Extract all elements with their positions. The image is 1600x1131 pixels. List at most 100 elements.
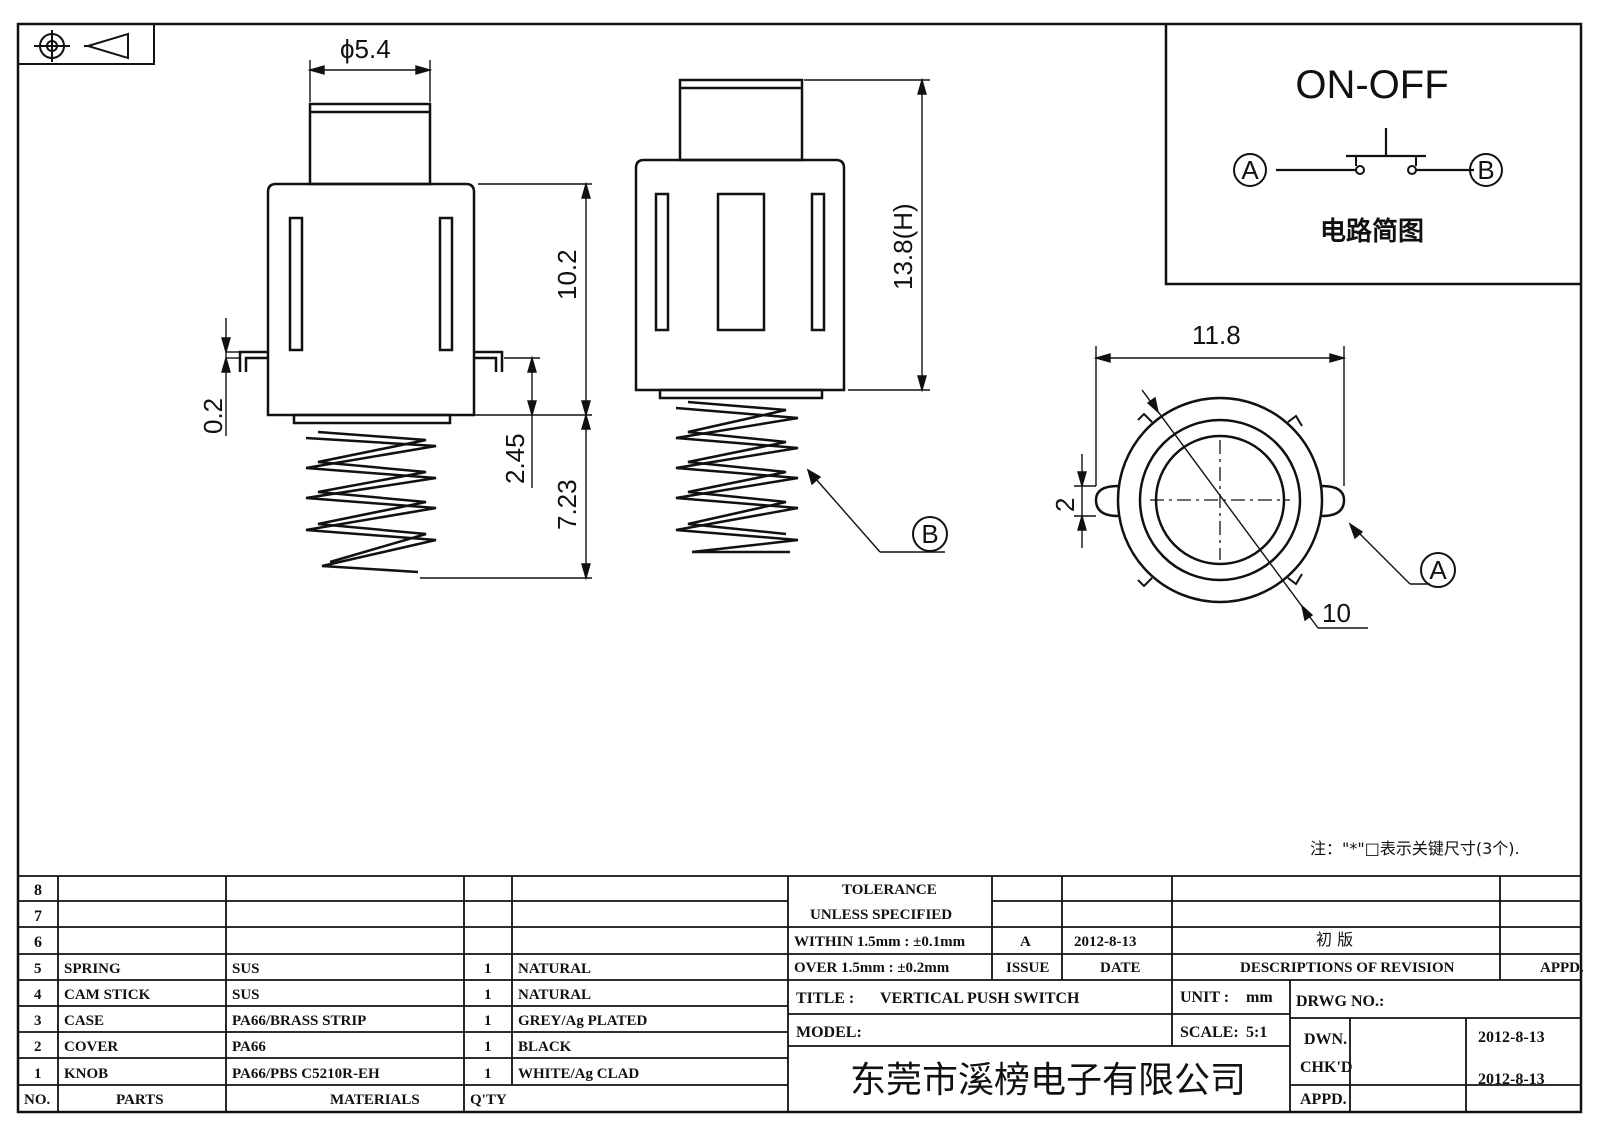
svg-text:4: 4 xyxy=(34,987,42,1003)
table-row: 1 KNOB PA66/PBS C5210R-EH 1 WHITE/Ag CLA… xyxy=(34,1066,639,1082)
top-dimension-lines xyxy=(1074,346,1430,629)
svg-text:6: 6 xyxy=(34,934,42,951)
table-row: 8 xyxy=(34,882,42,899)
company-name: 东莞市溪榜电子有限公司 xyxy=(850,1060,1246,1101)
svg-text:OVER 1.5mm : ±0.2mm: OVER 1.5mm : ±0.2mm xyxy=(794,960,950,976)
circuit-caption: 电路简图 xyxy=(1320,216,1424,247)
svg-text:SPRING: SPRING xyxy=(64,961,121,977)
svg-text:SCALE:: SCALE: xyxy=(1180,1024,1239,1041)
front-dimension-lines xyxy=(221,60,592,581)
svg-text:2: 2 xyxy=(34,1039,42,1055)
svg-text:A: A xyxy=(1020,934,1031,950)
svg-text:WHITE/Ag CLAD: WHITE/Ag CLAD xyxy=(518,1066,639,1082)
table-row: 4 CAM STICK SUS 1 NATURAL xyxy=(34,987,591,1003)
dim-top-width: 11.8 xyxy=(1192,320,1241,350)
svg-text:APPD.: APPD. xyxy=(1540,960,1584,976)
svg-text:2012-8-13: 2012-8-13 xyxy=(1074,934,1137,950)
svg-text:1: 1 xyxy=(484,961,492,977)
circuit-title: ON-OFF xyxy=(1295,63,1448,107)
title-block: TITLE : VERTICAL PUSH SWITCH UNIT : mm D… xyxy=(796,989,1545,1108)
svg-text:KNOB: KNOB xyxy=(64,1066,108,1082)
svg-text:CAM STICK: CAM STICK xyxy=(64,987,151,1003)
svg-text:TITLE :: TITLE : xyxy=(796,990,854,1007)
svg-text:1: 1 xyxy=(484,987,492,1003)
svg-text:1: 1 xyxy=(484,1066,492,1082)
dim-knob-diameter: ϕ5.4 xyxy=(340,34,391,64)
table-row: 2 COVER PA66 1 BLACK xyxy=(34,1039,572,1055)
svg-text:1: 1 xyxy=(484,1013,492,1029)
svg-text:GREY/Ag PLATED: GREY/Ag PLATED xyxy=(518,1013,647,1029)
top-centerlines xyxy=(1150,440,1290,560)
svg-text:Q'TY: Q'TY xyxy=(470,1092,507,1108)
circuit-terminal-b: B xyxy=(1469,153,1503,187)
svg-text:1: 1 xyxy=(484,1039,492,1055)
tolerance-block: TOLERANCE UNLESS SPECIFIED WITHIN 1.5mm … xyxy=(794,882,966,976)
svg-text:COVER: COVER xyxy=(64,1039,118,1055)
svg-text:WITHIN 1.5mm : ±0.1mm: WITHIN 1.5mm : ±0.1mm xyxy=(794,934,966,950)
svg-text:3: 3 xyxy=(34,1013,42,1029)
svg-text:SUS: SUS xyxy=(232,987,260,1003)
svg-text:PA66: PA66 xyxy=(232,1039,266,1055)
svg-text:PARTS: PARTS xyxy=(116,1092,164,1108)
svg-text:A: A xyxy=(1429,555,1447,585)
svg-text:B: B xyxy=(921,519,938,549)
balloon-b: B xyxy=(912,516,948,552)
svg-text:ISSUE: ISSUE xyxy=(1006,960,1049,976)
dim-total-height: 13.8(H) xyxy=(888,203,918,290)
projection-symbol-icon xyxy=(17,23,155,65)
svg-text:NATURAL: NATURAL xyxy=(518,987,591,1003)
svg-text:NATURAL: NATURAL xyxy=(518,961,591,977)
table-row: 3 CASE PA66/BRASS STRIP 1 GREY/Ag PLATED xyxy=(34,1013,647,1029)
dim-pin-offset: 0.2 xyxy=(198,398,228,434)
svg-text:A: A xyxy=(1241,155,1259,185)
svg-text:UNLESS SPECIFIED: UNLESS SPECIFIED xyxy=(810,907,952,923)
dim-body-height: 10.2 xyxy=(552,249,582,300)
svg-text:7: 7 xyxy=(34,908,42,925)
svg-text:B: B xyxy=(1477,155,1494,185)
circuit-terminal-a: A xyxy=(1233,153,1267,187)
dim-spring-height: 7.23 xyxy=(552,479,582,530)
svg-text:2012-8-13: 2012-8-13 xyxy=(1478,1071,1545,1088)
dim-flange-height: 2.45 xyxy=(500,433,530,484)
svg-text:DRWG NO.:: DRWG NO.: xyxy=(1296,993,1384,1010)
front-view xyxy=(238,102,504,574)
circuit-box xyxy=(1164,24,1581,286)
side-dimension-lines xyxy=(804,77,945,553)
svg-text:CASE: CASE xyxy=(64,1013,104,1029)
table-row: 5 SPRING SUS 1 NATURAL xyxy=(34,961,591,977)
svg-text:VERTICAL PUSH SWITCH: VERTICAL PUSH SWITCH xyxy=(880,990,1080,1007)
svg-text:NO.: NO. xyxy=(24,1092,51,1108)
svg-text:BLACK: BLACK xyxy=(518,1039,572,1055)
svg-text:DESCRIPTIONS OF REVISION: DESCRIPTIONS OF REVISION xyxy=(1240,960,1455,976)
svg-text:5:1: 5:1 xyxy=(1246,1024,1267,1041)
dim-lug-width: 2 xyxy=(1050,498,1080,512)
table-row: 7 xyxy=(34,908,42,925)
svg-text:1: 1 xyxy=(34,1066,42,1082)
svg-text:PA66/PBS C5210R-EH: PA66/PBS C5210R-EH xyxy=(232,1066,380,1082)
dim-inner-diameter: 10 xyxy=(1322,598,1351,628)
revision-block: A 2012-8-13 初 版 ISSUE DATE DESCRIPTIONS … xyxy=(1006,930,1584,976)
table-row: 6 xyxy=(34,934,42,951)
svg-text:UNIT :: UNIT : xyxy=(1180,989,1229,1006)
svg-text:DWN.: DWN. xyxy=(1304,1031,1347,1048)
svg-text:CHK'D: CHK'D xyxy=(1300,1059,1352,1076)
svg-text:8: 8 xyxy=(34,882,42,899)
svg-text:5: 5 xyxy=(34,961,42,977)
svg-text:MATERIALS: MATERIALS xyxy=(330,1092,420,1108)
svg-text:MODEL:: MODEL: xyxy=(796,1024,862,1041)
side-view xyxy=(634,78,846,554)
svg-text:2012-8-13: 2012-8-13 xyxy=(1478,1029,1545,1046)
svg-text:DATE: DATE xyxy=(1100,960,1141,976)
svg-text:APPD.: APPD. xyxy=(1300,1091,1347,1108)
svg-text:初 版: 初 版 xyxy=(1316,930,1353,949)
svg-text:PA66/BRASS STRIP: PA66/BRASS STRIP xyxy=(232,1013,366,1029)
parts-table: 8 7 6 5 SPRING SUS 1 NATURAL 4 CAM STICK… xyxy=(24,882,647,1108)
svg-text:SUS: SUS xyxy=(232,961,260,977)
balloon-a: A xyxy=(1420,552,1456,588)
svg-text:TOLERANCE: TOLERANCE xyxy=(842,882,937,898)
drawing-border xyxy=(16,22,1583,1114)
note-text: 注："*"□表示关键尺寸(3个). xyxy=(1310,839,1520,858)
table-grid xyxy=(18,875,1581,1112)
table-header: NO. PARTS MATERIALS Q'TY xyxy=(24,1092,507,1108)
